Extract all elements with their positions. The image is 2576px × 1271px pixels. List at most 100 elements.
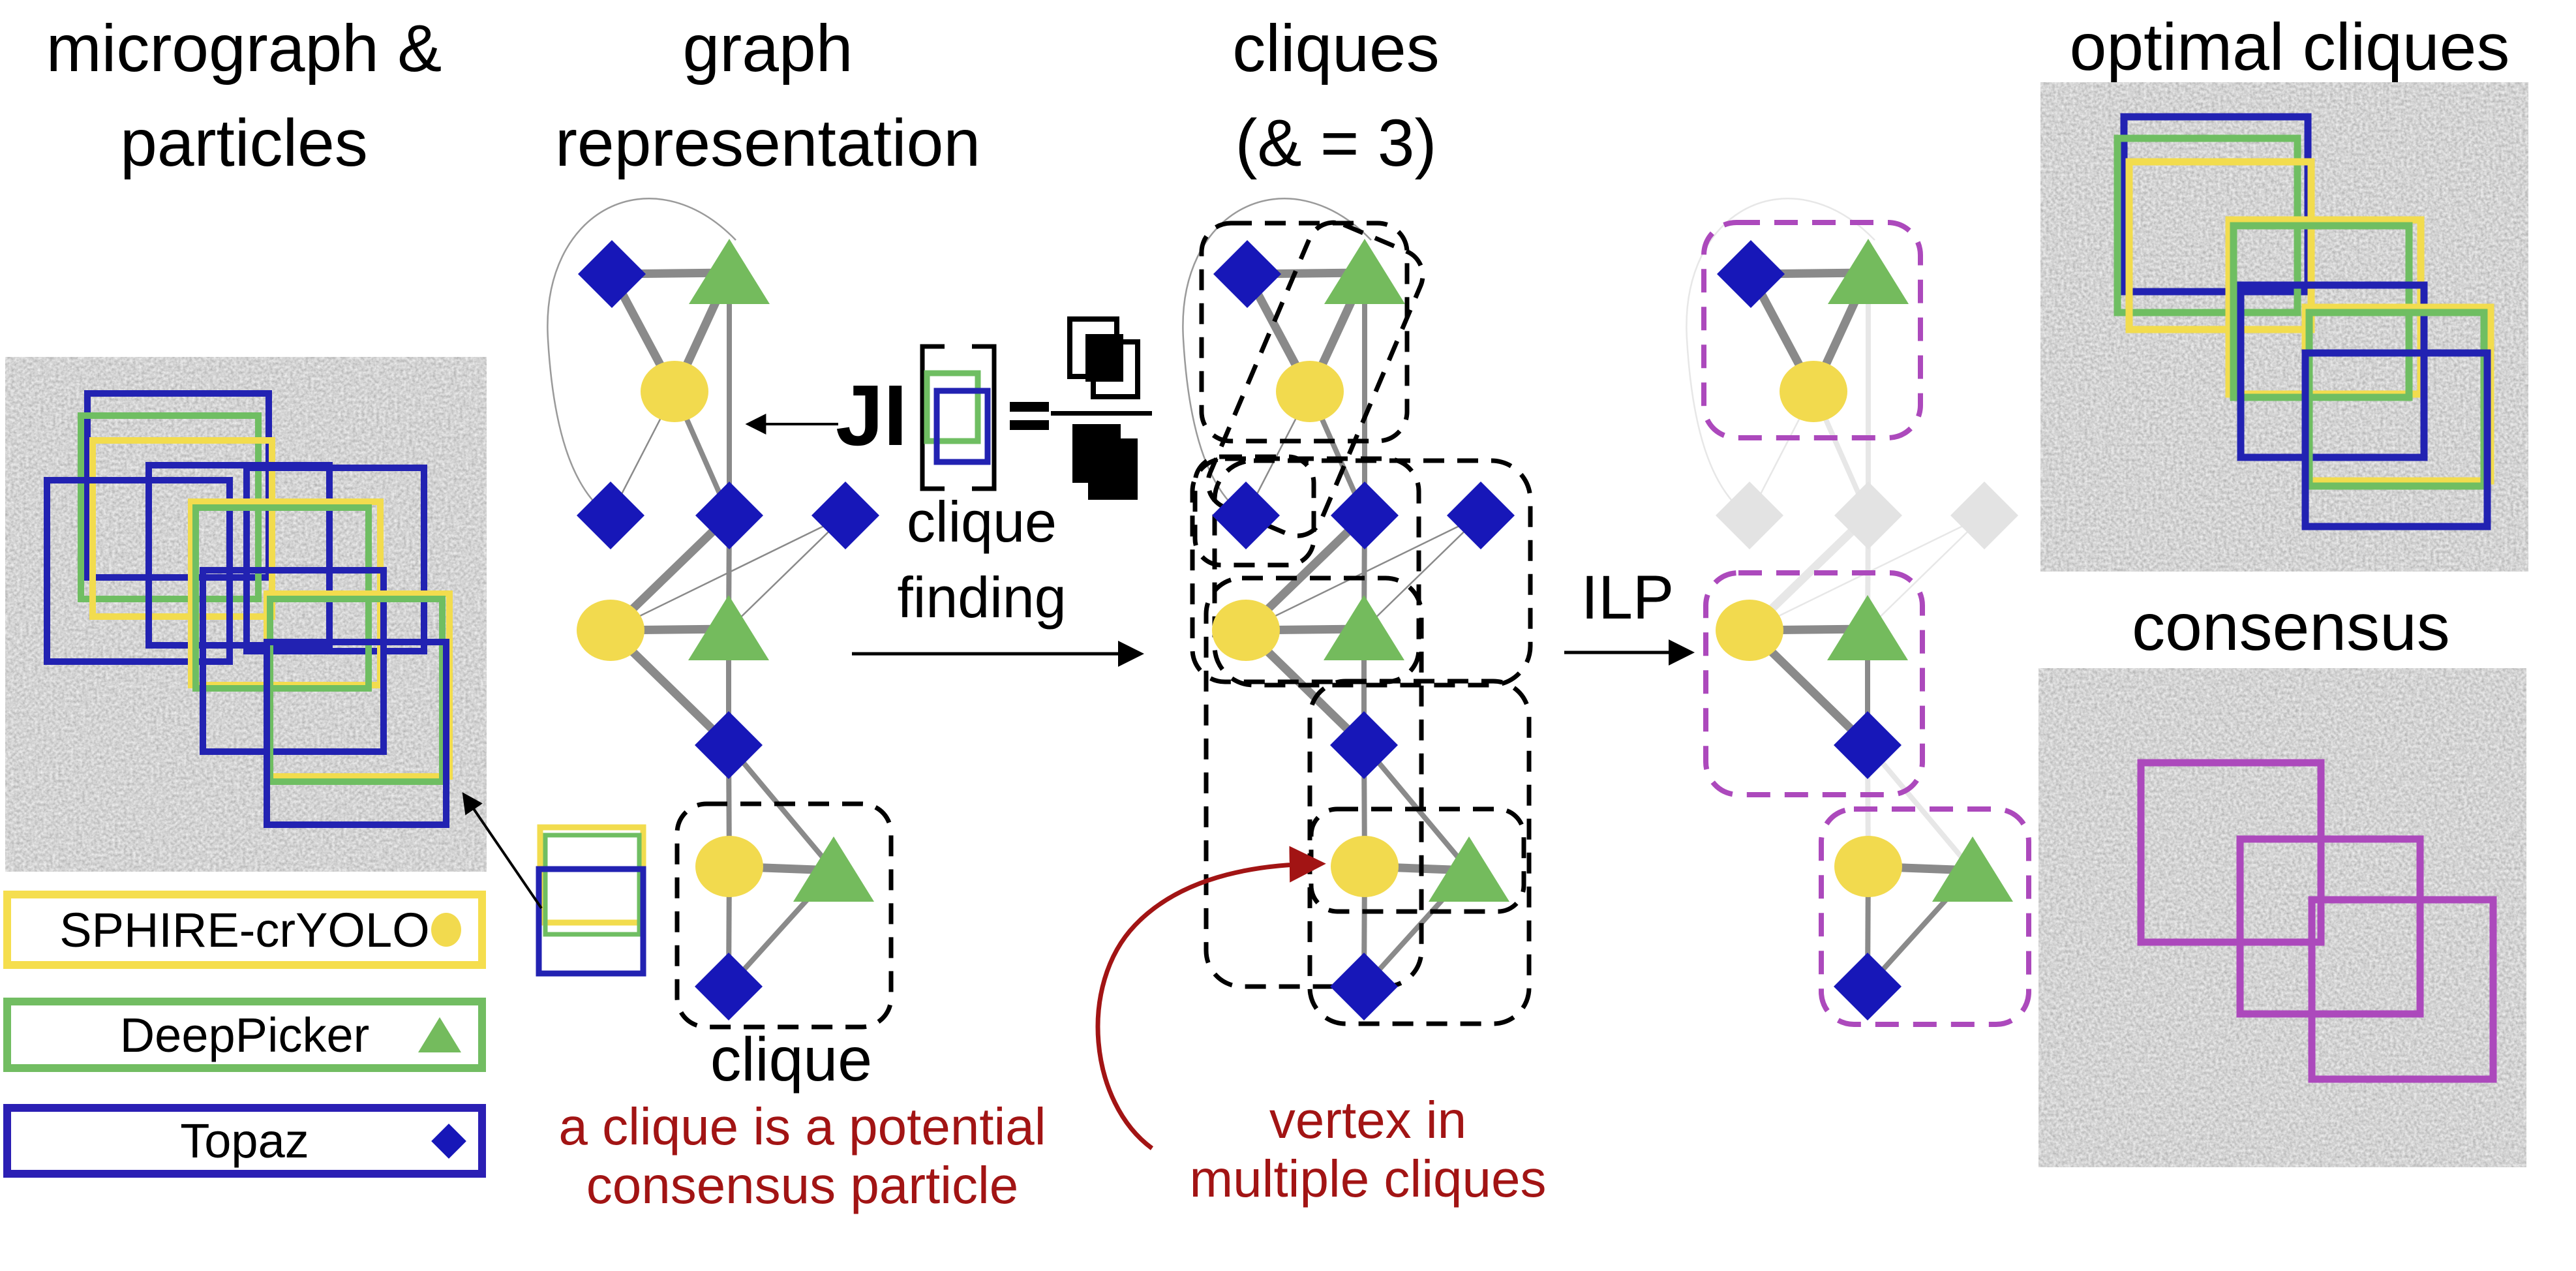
particle-box-boxBlue: [264, 639, 449, 828]
title-graph-representation: graph representation: [553, 1, 983, 191]
edge-D4-T2: [1867, 515, 1985, 630]
node-diamond-D2: [1716, 482, 1783, 549]
node-circle-C3: [1834, 836, 1902, 897]
particle-box-boxYellow: [89, 437, 275, 620]
fraction-bar: [1051, 411, 1152, 416]
particle-box-boxBlue: [2301, 349, 2491, 530]
node-diamond-D3: [1331, 482, 1399, 549]
ji-green-box: [924, 370, 981, 444]
particle-box-magenta: [2137, 759, 2325, 946]
node-diamond-D6: [695, 953, 763, 1020]
ji-label: JI: [836, 367, 907, 463]
union-fill: [1088, 438, 1138, 500]
node-triangle-T1: [689, 239, 770, 304]
graph-nodes-cliques: [1212, 239, 1515, 1020]
node-circle-C2: [1716, 600, 1783, 661]
ji-blue-box: [933, 388, 991, 465]
vertex-note-arrow: [1095, 846, 1326, 1150]
mg-optimal-svg: [2040, 82, 2528, 572]
equals-bar: [1010, 402, 1049, 412]
note-line: vertex in: [1269, 1091, 1467, 1149]
micrograph-input-panel: [5, 357, 487, 872]
node-diamond-D2: [1212, 482, 1280, 549]
legend-label: Topaz: [180, 1114, 309, 1168]
bracket-right: [972, 344, 997, 491]
legend-label: DeepPicker: [119, 1007, 370, 1062]
arrows: [462, 414, 1695, 1150]
edge-D4-C2: [1245, 514, 1481, 632]
edge-D4-C2: [610, 514, 846, 632]
edge-arc: [1686, 198, 1875, 513]
legend-item-deeppicker: DeepPicker: [3, 998, 486, 1072]
clique-box-stack: [536, 824, 646, 977]
clique-box: [1703, 570, 1925, 797]
stack-box: [537, 824, 646, 926]
node-diamond-D1: [578, 240, 646, 308]
node-diamond-D1: [1213, 240, 1281, 308]
node-circle-C1: [641, 361, 708, 422]
note-line: consensus particle: [586, 1156, 1019, 1214]
node-diamond-D5: [695, 711, 763, 779]
node-circle-C2: [1212, 600, 1280, 661]
note-line: a clique is a potential: [558, 1097, 1046, 1156]
node-diamond-D3: [695, 482, 763, 549]
node-triangle-T1: [1324, 239, 1405, 304]
label-ilp: ILP: [1581, 563, 1674, 632]
node-diamond-D5: [1330, 711, 1398, 779]
micrograph-noise: [2038, 668, 2526, 1167]
node-diamond-D4: [1950, 482, 2018, 549]
clique-box: [1192, 454, 1316, 568]
edge-D4-T2: [1363, 515, 1481, 630]
bracket-left: [920, 344, 945, 491]
clique-box: [1212, 458, 1533, 688]
edge-D5-T3: [726, 743, 836, 872]
note-line: multiple cliques: [1189, 1149, 1547, 1208]
clique-box: [1199, 221, 1410, 444]
title-line: graph: [682, 11, 853, 85]
node-triangle-T3: [793, 836, 874, 902]
node-diamond-D6: [1330, 953, 1398, 1020]
yellow-circle-icon: [431, 913, 461, 947]
clique-box: [1819, 806, 2031, 1027]
edge-arc: [547, 198, 736, 513]
node-triangle-T3: [1932, 836, 2013, 902]
clique-box: [1701, 220, 1923, 440]
title-line: cliques: [1232, 11, 1440, 85]
label-line: clique: [907, 489, 1057, 554]
particle-box-boxBlue: [243, 465, 427, 654]
node-diamond-D6: [1834, 953, 1902, 1020]
node-circle-C3: [695, 836, 763, 897]
node-circle-C2: [577, 600, 644, 661]
magenta-dashed-clique-boxes: [1701, 220, 2031, 1027]
clique-box: [1307, 679, 1532, 1026]
title-line: representation: [554, 105, 981, 180]
node-triangle-T3: [1429, 836, 1509, 902]
micrograph-optimal-cliques-panel: [2040, 82, 2528, 572]
label-clique-caption: clique: [710, 1025, 873, 1094]
graph-nodes-representation: [577, 239, 879, 1020]
node-diamond-D1: [1717, 240, 1785, 308]
node-triangle-T2: [1827, 595, 1908, 660]
node-diamond-D4: [811, 482, 879, 549]
micrograph-consensus-particles-panel: [2038, 668, 2526, 1167]
particle-box-boxBlue: [200, 567, 387, 755]
node-diamond-D3: [1834, 482, 1902, 549]
node-triangle-T2: [688, 595, 769, 660]
edge-D5-T3: [1865, 743, 1975, 872]
particle-box-boxBlue: [2237, 281, 2428, 461]
intersection-outline: [1091, 339, 1140, 399]
legend-label: SPHIRE-crYOLO: [59, 902, 430, 957]
legend-item-topaz: Topaz: [3, 1104, 486, 1178]
node-circle-C3: [1331, 836, 1399, 897]
title-micrograph-particles: micrograph &particles: [29, 1, 459, 191]
title-optimal-cliques: optimal cliques: [2069, 10, 2510, 84]
node-circle-C1: [1276, 361, 1344, 422]
node-diamond-D4: [1447, 482, 1515, 549]
legend-item-sphire-cryolo: SPHIRE-crYOLO: [3, 891, 486, 969]
stack-arrow: [462, 792, 543, 910]
